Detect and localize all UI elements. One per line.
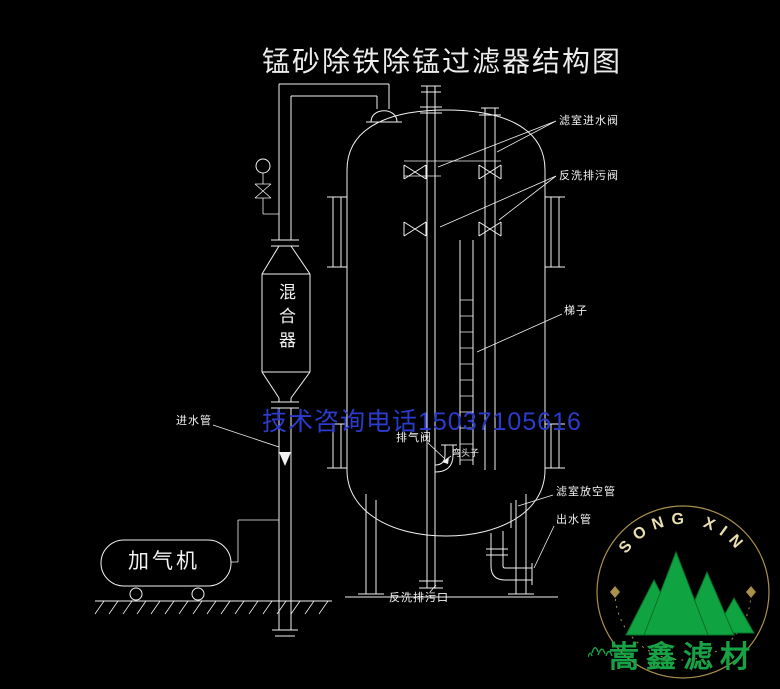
nozzle-upper-left-icon (327, 196, 347, 268)
ladder-rails (459, 240, 474, 465)
mixer-top-cone (261, 239, 311, 275)
aerator-body (100, 539, 232, 587)
gauge-valve-icon (254, 173, 279, 215)
ladder-rungs (460, 299, 473, 461)
tank-leg-left (358, 494, 384, 595)
top-feed-pipe (279, 83, 390, 109)
label-mixer: 混合器 (276, 283, 295, 355)
arrowhead-icon (442, 457, 449, 464)
company-logo: SONG XIN 嵩鑫滤材 (588, 505, 770, 679)
inlet-riser-pipe (278, 84, 292, 240)
aerator-connection-pipe (231, 519, 279, 563)
nozzle-lower-left-icon (327, 423, 347, 469)
backwash-pipe (479, 107, 501, 470)
outlet-assembly (486, 531, 533, 585)
logo-brand-text: 嵩鑫滤材 (609, 640, 757, 674)
top-manhole-icon (366, 110, 402, 123)
drain-foot-flange (419, 580, 443, 589)
nozzle-lower-right-icon (545, 423, 565, 469)
mixer-assembly (231, 83, 390, 637)
tank-leg-right (508, 494, 534, 595)
aerator-unit (100, 539, 232, 601)
valve-icon (478, 221, 502, 237)
filter-tank (327, 109, 565, 598)
valve-icon (403, 221, 427, 237)
label-exhaust-valve: 排气阀 (396, 432, 432, 444)
vent-pipe-stub (510, 502, 517, 528)
mixer-bottom-cone (261, 371, 311, 409)
pressure-gauge-icon (255, 158, 271, 174)
ground-hatching (94, 600, 332, 615)
label-filter-inlet-valve: 滤室进水阀 (559, 115, 619, 127)
mountains-icon (625, 550, 755, 636)
leader-lines (212, 120, 563, 593)
grass-icon (588, 647, 613, 658)
label-inlet-pipe: 进水管 (176, 415, 212, 427)
label-backwash-valve: 反洗排污阀 (559, 170, 619, 182)
mixer-body (261, 273, 311, 373)
valve-icon (403, 164, 427, 180)
logo-arc-text: SONG XIN (616, 511, 750, 557)
wheel-icon (129, 587, 143, 601)
label-ladder: 梯子 (564, 305, 588, 317)
label-elbow: 弯头子 (452, 448, 480, 458)
diagram-title: 锰砂除铁除锰过滤器结构图 (262, 47, 623, 78)
valve-icon (478, 164, 502, 180)
riser-pipe (420, 85, 442, 588)
watermark-text: 技术咨询电话15037105616 (262, 408, 582, 436)
nozzle-upper-right-icon (545, 196, 565, 268)
label-outlet-pipe: 出水管 (556, 514, 592, 526)
flow-arrow-icon (279, 452, 291, 466)
inlet-downpipe (272, 408, 298, 637)
label-aerator: 加气机 (128, 550, 200, 573)
label-backwash-outlet: 反洗排污口 (389, 592, 449, 604)
logo-ring (596, 505, 770, 679)
wheel-icon (191, 587, 205, 601)
tank-internals (403, 85, 517, 589)
label-vent-pipe: 滤室放空管 (556, 486, 616, 498)
